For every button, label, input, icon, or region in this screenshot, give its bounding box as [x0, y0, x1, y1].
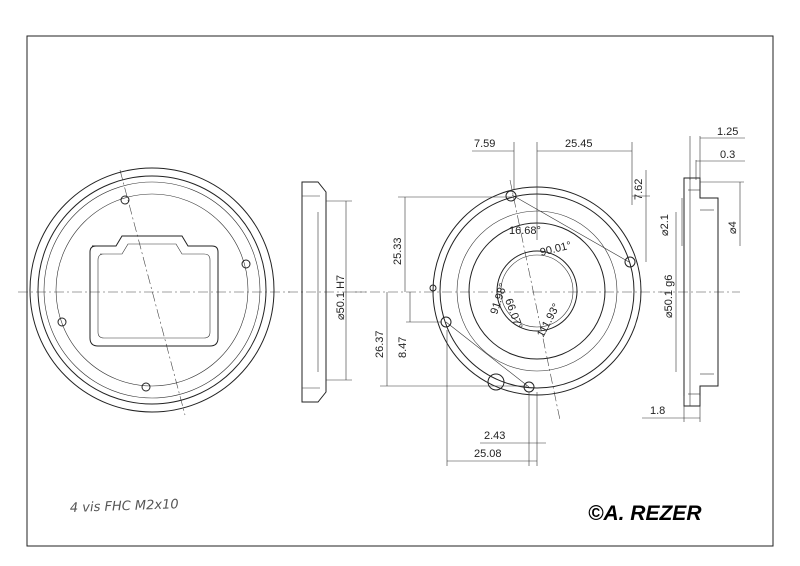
dim-1-25: 1.25: [717, 126, 738, 138]
dim-25-08: 25.08: [474, 448, 502, 460]
left-front-view: [18, 167, 290, 416]
dim-7-59: 7.59: [474, 138, 495, 150]
screw-hole: [57, 317, 67, 327]
middle-section-view: ⌀50.1 H7: [288, 181, 366, 403]
screw-hole: [241, 259, 251, 269]
angle-16-68: 16.68°: [509, 225, 541, 237]
dim-2-43: 2.43: [484, 430, 505, 442]
angle-66-07: 66.07°: [502, 297, 524, 331]
dim-8-47: 8.47: [397, 337, 409, 358]
dim-phi-2-1: ⌀2.1: [659, 214, 671, 236]
author-signature: ©A. REZER: [588, 502, 702, 525]
right-section-view: 1.25 0.3 ⌀2.1 ⌀4 ⌀50.1 g6 1.8: [642, 126, 745, 422]
dim-0-3: 0.3: [720, 149, 735, 161]
dim-1-8: 1.8: [650, 405, 665, 417]
dim-7-62: 7.62: [633, 179, 645, 200]
screw-hole: [120, 195, 130, 205]
screw-hole: [624, 256, 636, 268]
angle-111-93: 111.93°: [535, 302, 563, 340]
dim-25-45: 25.45: [565, 138, 593, 150]
dim-phi-4: ⌀4: [727, 221, 739, 234]
dim-25-33: 25.33: [392, 237, 404, 265]
screw-note: 4 vis FHC M2x10: [70, 497, 179, 516]
screw-hole: [141, 382, 151, 392]
drawing-frame: [26, 35, 774, 547]
dim-phi-50-1-g6: ⌀50.1 g6: [663, 275, 675, 318]
pin-hole: [487, 373, 505, 391]
dim-phi501-h7: ⌀50.1 H7: [335, 275, 347, 320]
right-front-view: 16.68° 90.01° 91.98° 66.07° 111.93° 7.59…: [352, 138, 662, 466]
screw-hole: [505, 190, 517, 202]
dim-26-37: 26.37: [374, 330, 386, 358]
